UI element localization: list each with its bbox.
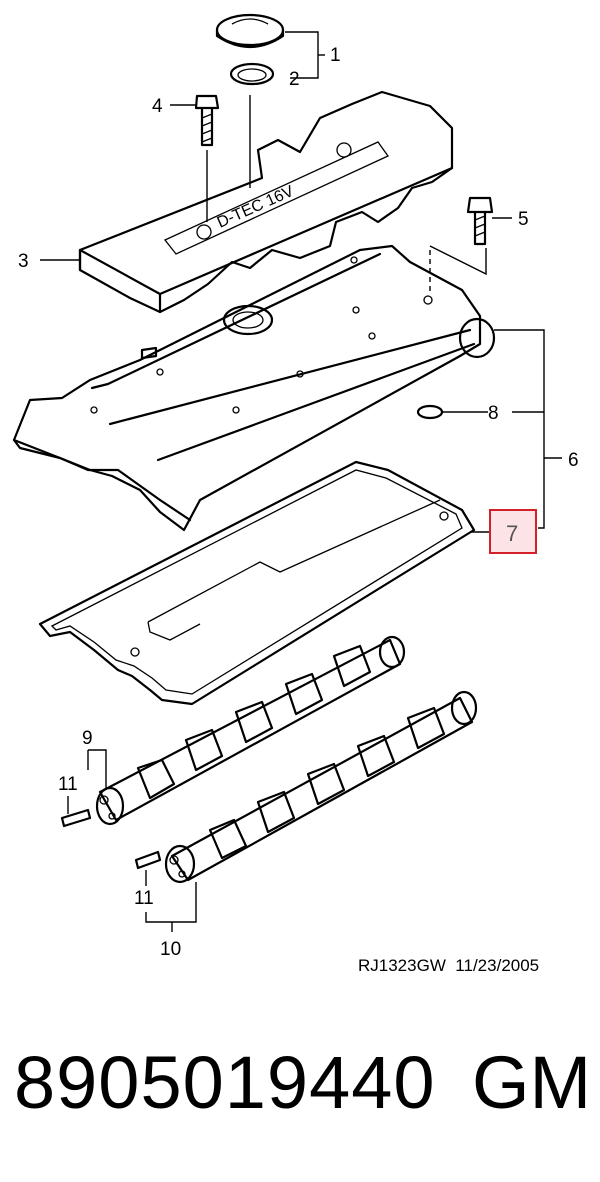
callout-7[interactable]: 7: [506, 521, 518, 546]
dowel-pin-lower: [134, 850, 162, 870]
cylinder-head-cover: [12, 244, 496, 532]
exploded-parts-diagram: 1 2 4 D-TEC 16V 3 5: [12, 13, 579, 960]
oil-filler-cap: [215, 13, 285, 48]
callout-11-lower: 11: [134, 888, 154, 909]
highlight-box-7[interactable]: [489, 509, 537, 554]
callout-4: 4: [152, 96, 163, 117]
camshaft-9: [95, 635, 406, 826]
cap-seal-ring: [229, 62, 275, 86]
callout-8: 8: [488, 403, 499, 424]
callout-5: 5: [518, 209, 529, 230]
drawing-reference: RJ1323GW 11/23/2005: [358, 956, 540, 975]
callout-1: 1: [330, 45, 341, 66]
part-number: 8905019440: [14, 1041, 436, 1124]
callout-3: 3: [18, 251, 29, 272]
camshaft-10: [164, 690, 478, 884]
oring-seal-8: [416, 404, 444, 420]
callout-10: 10: [160, 939, 181, 960]
bolt-5: [466, 196, 494, 246]
cover-lettering: D-TEC 16V: [215, 183, 297, 232]
engine-cover: D-TEC 16V: [78, 90, 454, 314]
callout-9: 9: [82, 728, 93, 749]
bolt-4: [194, 94, 220, 147]
brand-label: GM: [472, 1041, 592, 1124]
callout-6: 6: [568, 450, 579, 471]
callout-11-upper: 11: [58, 774, 78, 795]
callout-2: 2: [289, 69, 300, 90]
valve-cover-gasket: [38, 460, 476, 706]
dowel-pin-upper: [60, 808, 92, 828]
